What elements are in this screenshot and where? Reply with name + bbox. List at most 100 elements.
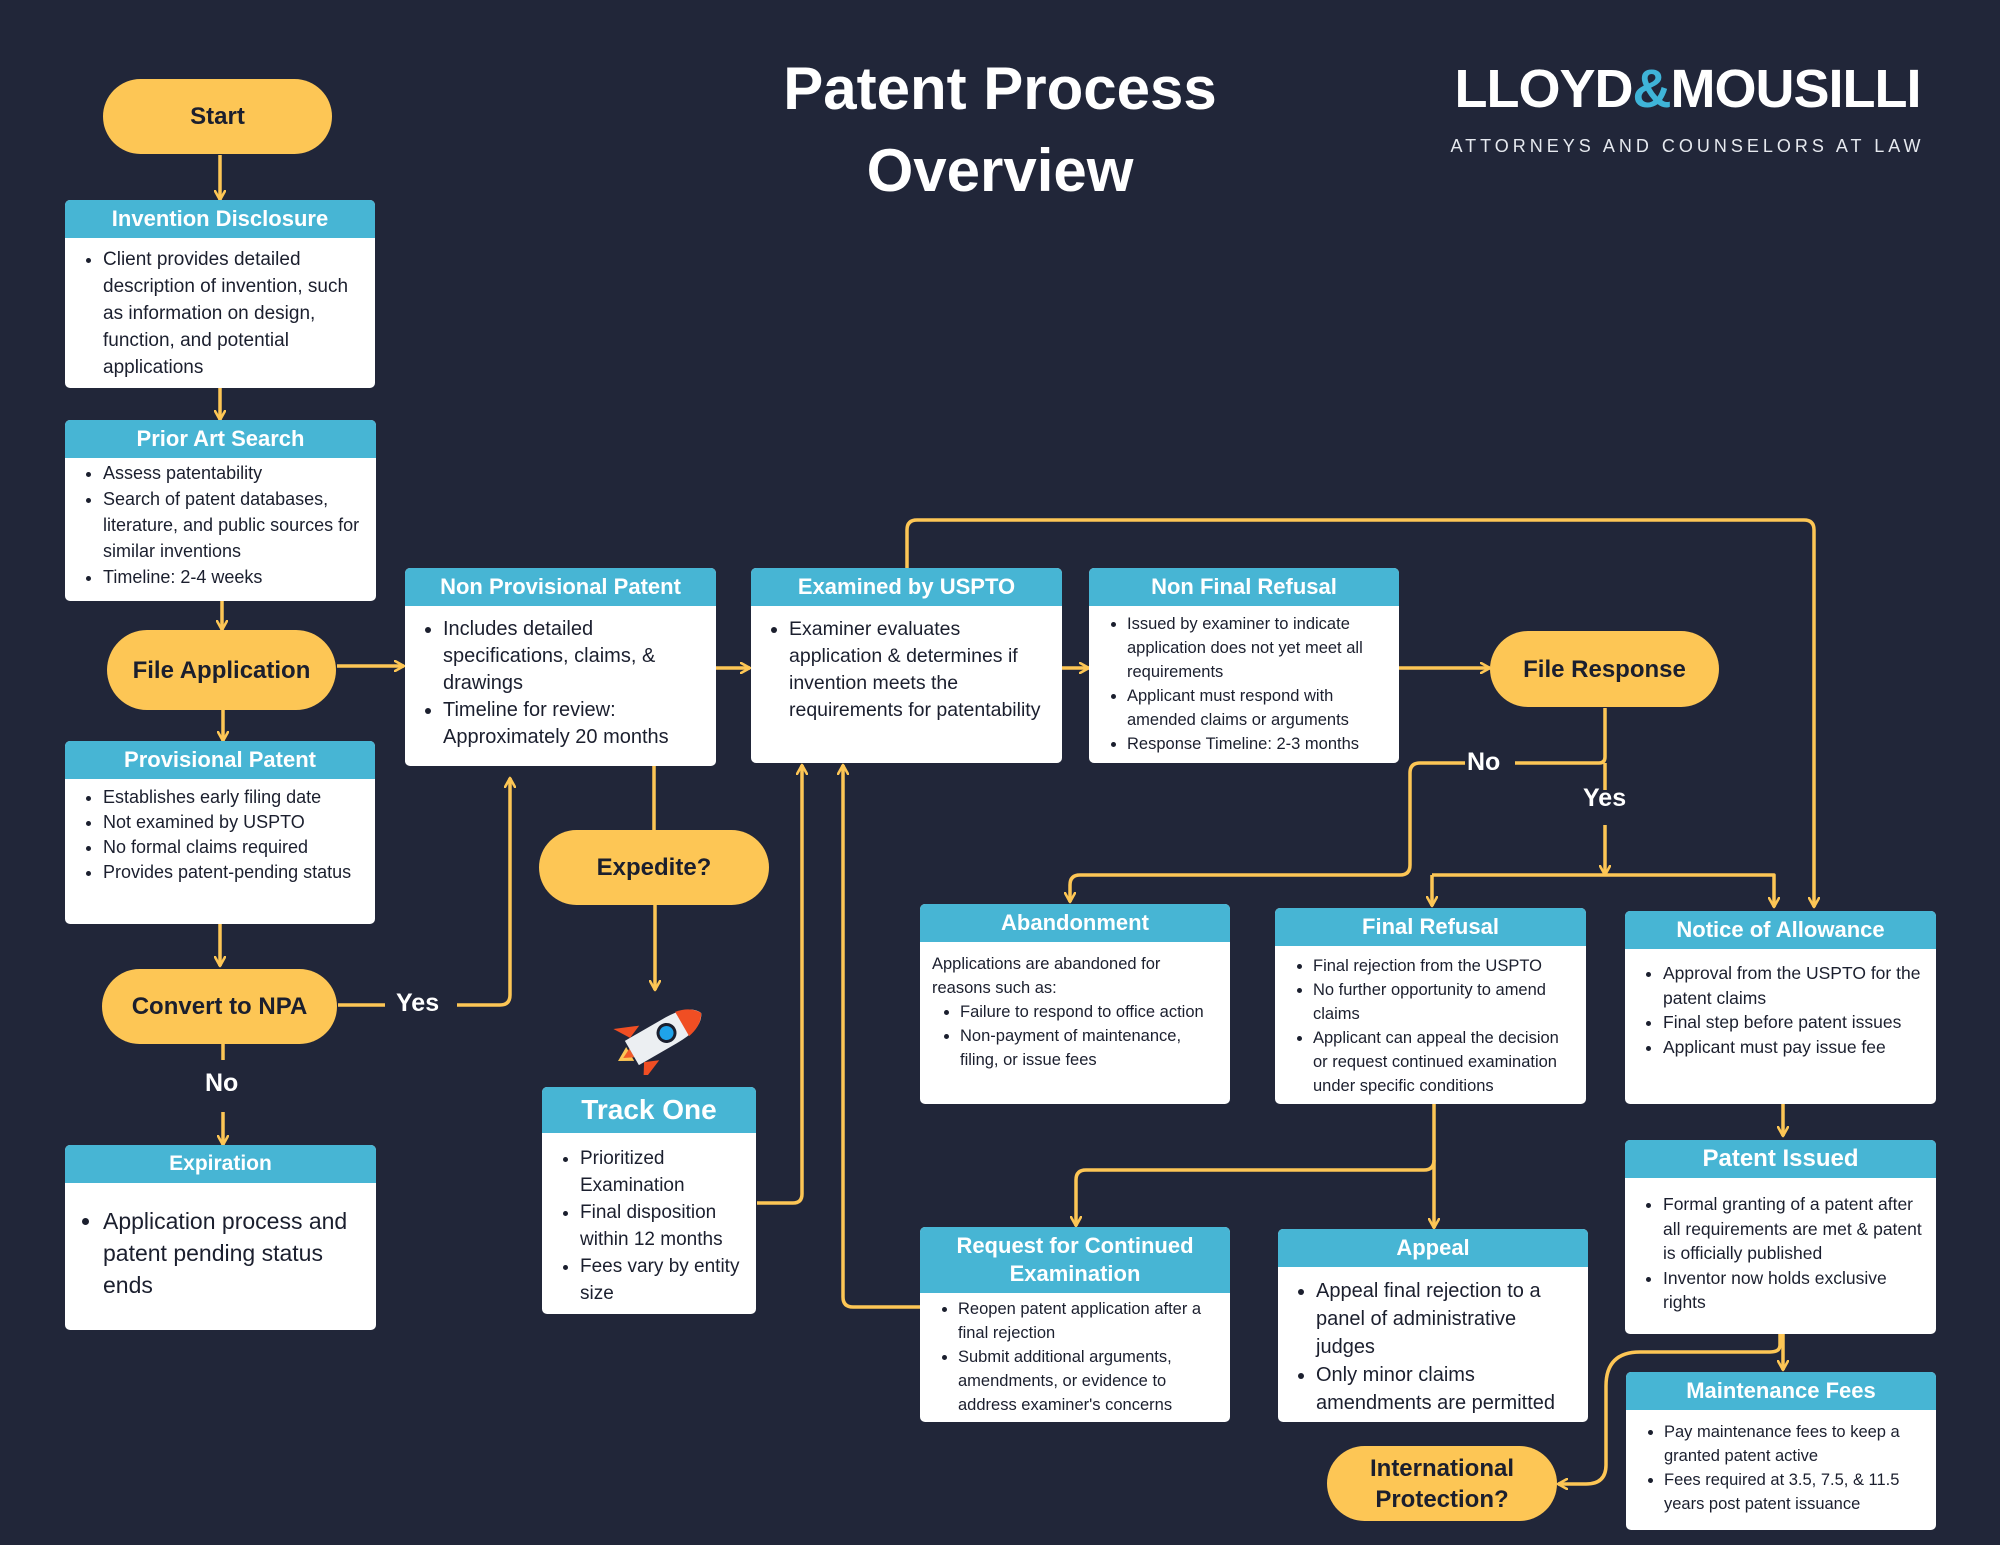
convert-yes-label: Yes: [396, 989, 440, 1017]
abandonment-card: Abandonment Applications are abandoned f…: [920, 904, 1230, 1104]
list-item: Applicant must pay issue fee: [1663, 1035, 1924, 1060]
track-one-title: Track One: [542, 1087, 756, 1133]
file-response-label: File Response: [1523, 655, 1686, 683]
connector-rce-to-examined: [843, 765, 920, 1309]
connector-response-down: [1515, 708, 1605, 875]
firm-logo: LLOYD&MOUSILLI ATTORNEYS AND COUNSELORS …: [1435, 58, 1940, 157]
list-item: Prioritized Examination: [580, 1145, 744, 1199]
file-application-label: File Application: [132, 656, 311, 684]
prior-art-search-card: Prior Art Search Assess patentability Se…: [65, 420, 376, 601]
list-item: Client provides detailed description of …: [103, 246, 363, 381]
examined-by-uspto-card: Examined by USPTO Examiner evaluates app…: [751, 568, 1062, 763]
list-item: Establishes early filing date: [103, 785, 363, 810]
patent-issued-list: Formal granting of a patent after all re…: [1637, 1192, 1924, 1315]
expiration-list: Application process and patent pending s…: [77, 1205, 364, 1301]
list-item: Fees vary by entity size: [580, 1253, 744, 1307]
response-yes-label: Yes: [1583, 784, 1627, 812]
appeal-list: Appeal final rejection to a panel of adm…: [1290, 1277, 1576, 1417]
notice-of-allowance-card: Notice of Allowance Approval from the US…: [1625, 911, 1936, 1104]
logo-ampersand: &: [1632, 59, 1672, 119]
list-item: Issued by examiner to indicate applicati…: [1127, 612, 1387, 684]
list-item: Assess patentability: [103, 460, 364, 486]
provisional-patent-title: Provisional Patent: [65, 741, 375, 779]
non-provisional-patent-title: Non Provisional Patent: [405, 568, 716, 606]
start-node: Start: [103, 79, 332, 154]
non-final-refusal-card: Non Final Refusal Issued by examiner to …: [1089, 568, 1399, 763]
logo-part2: MOUSILLI: [1670, 59, 1922, 119]
list-item: Non-payment of maintenance, filing, or i…: [960, 1024, 1218, 1072]
connector-response-no: [1070, 761, 1465, 902]
request-continued-examination-list: Reopen patent application after a final …: [932, 1297, 1218, 1417]
notice-of-allowance-list: Approval from the USPTO for the patent c…: [1637, 961, 1924, 1059]
response-no-label: No: [1467, 748, 1501, 776]
list-item: Final step before patent issues: [1663, 1010, 1924, 1035]
connector-trackone-to-examined: [757, 765, 802, 1205]
page-title-line1: Patent Process: [783, 55, 1217, 122]
track-one-card: Track One Prioritized Examination Final …: [542, 1087, 756, 1314]
international-protection-node: International Protection?: [1327, 1446, 1557, 1521]
expiration-card: Expiration Application process and paten…: [65, 1145, 376, 1330]
list-item: No further opportunity to amend claims: [1313, 978, 1574, 1026]
patent-issued-card: Patent Issued Formal granting of a paten…: [1625, 1140, 1936, 1334]
list-item: Applicant can appeal the decision or req…: [1313, 1026, 1574, 1098]
rocket-icon: [613, 1009, 702, 1075]
final-refusal-title: Final Refusal: [1275, 908, 1586, 946]
non-provisional-patent-card: Non Provisional Patent Includes detailed…: [405, 568, 716, 766]
invention-disclosure-list: Client provides detailed description of …: [77, 246, 363, 381]
list-item: Timeline: 2-4 weeks: [103, 564, 364, 590]
abandonment-list: Failure to respond to office action Non-…: [932, 1000, 1218, 1072]
list-item: Reopen patent application after a final …: [958, 1297, 1218, 1345]
provisional-patent-card: Provisional Patent Establishes early fil…: [65, 741, 375, 924]
request-continued-examination-card: Request for Continued Examination Reopen…: [920, 1227, 1230, 1422]
list-item: Formal granting of a patent after all re…: [1663, 1192, 1924, 1266]
page-title-line2: Overview: [866, 137, 1134, 204]
non-final-refusal-title: Non Final Refusal: [1089, 568, 1399, 606]
prior-art-search-title: Prior Art Search: [65, 420, 376, 458]
connector-convert-yes: [338, 778, 510, 1007]
request-continued-examination-title: Request for Continued Examination: [920, 1227, 1230, 1293]
list-item: Includes detailed specifications, claims…: [443, 616, 704, 697]
list-item: Only minor claims amendments are permitt…: [1316, 1361, 1576, 1417]
file-application-node: File Application: [107, 630, 336, 710]
track-one-list: Prioritized Examination Final dispositio…: [554, 1145, 744, 1307]
list-item: Fees required at 3.5, 7.5, & 11.5 years …: [1664, 1468, 1924, 1516]
maintenance-fees-list: Pay maintenance fees to keep a granted p…: [1638, 1420, 1924, 1516]
patent-issued-title: Patent Issued: [1625, 1140, 1936, 1178]
list-item: Applicant must respond with amended clai…: [1127, 684, 1387, 732]
convert-to-npa-label: Convert to NPA: [131, 993, 308, 1020]
logo-wordmark: LLOYD&MOUSILLI: [1435, 58, 1940, 120]
maintenance-fees-title: Maintenance Fees: [1626, 1372, 1936, 1410]
provisional-patent-list: Establishes early filing date Not examin…: [77, 785, 363, 885]
non-final-refusal-list: Issued by examiner to indicate applicati…: [1101, 612, 1387, 756]
list-item: Appeal final rejection to a panel of adm…: [1316, 1277, 1576, 1361]
examined-by-uspto-title: Examined by USPTO: [751, 568, 1062, 606]
prior-art-search-list: Assess patentability Search of patent da…: [77, 460, 364, 590]
list-item: Timeline for review: Approximately 20 mo…: [443, 697, 704, 751]
list-item: Submit additional arguments, amendments,…: [958, 1345, 1218, 1417]
logo-part1: LLOYD: [1454, 59, 1634, 119]
appeal-title: Appeal: [1278, 1229, 1588, 1267]
list-item: Response Timeline: 2-3 months: [1127, 732, 1387, 756]
list-item: Search of patent databases, literature, …: [103, 486, 364, 564]
expedite-label: Expedite?: [596, 854, 712, 881]
abandonment-title: Abandonment: [920, 904, 1230, 942]
maintenance-fees-card: Maintenance Fees Pay maintenance fees to…: [1626, 1372, 1936, 1530]
connector-finalrefusal-split: [1076, 1104, 1436, 1226]
logo-tagline: ATTORNEYS AND COUNSELORS AT LAW: [1450, 136, 1925, 156]
list-item: Final disposition within 12 months: [580, 1199, 744, 1253]
file-response-node: File Response: [1490, 631, 1719, 707]
list-item: No formal claims required: [103, 835, 363, 860]
abandonment-intro: Applications are abandoned for reasons s…: [932, 955, 1161, 997]
list-item: Application process and patent pending s…: [103, 1205, 364, 1301]
appeal-card: Appeal Appeal final rejection to a panel…: [1278, 1229, 1588, 1422]
invention-disclosure-card: Invention Disclosure Client provides det…: [65, 200, 375, 388]
start-label: Start: [190, 103, 245, 130]
list-item: Failure to respond to office action: [960, 1000, 1218, 1024]
expiration-title: Expiration: [65, 1145, 376, 1183]
list-item: Inventor now holds exclusive rights: [1663, 1266, 1924, 1315]
convert-to-npa-node: Convert to NPA: [102, 969, 337, 1044]
non-provisional-patent-list: Includes detailed specifications, claims…: [417, 616, 704, 751]
examined-by-uspto-list: Examiner evaluates application & determi…: [763, 616, 1050, 724]
list-item: Approval from the USPTO for the patent c…: [1663, 961, 1924, 1010]
